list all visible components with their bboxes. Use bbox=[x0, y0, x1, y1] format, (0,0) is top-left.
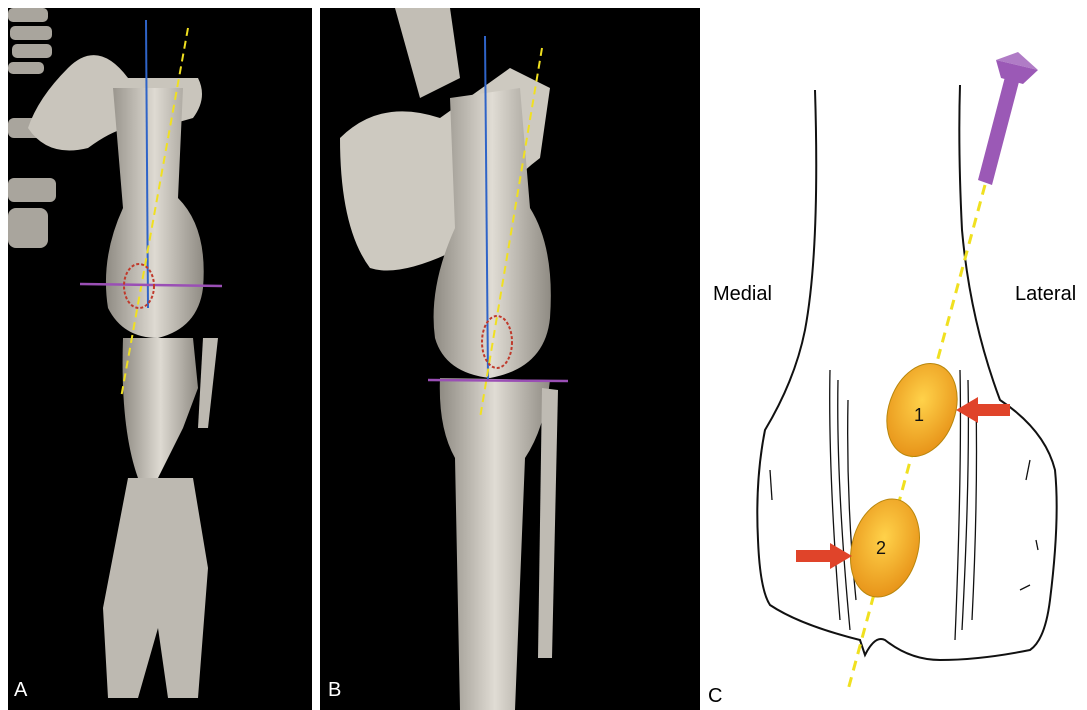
femur-schematic bbox=[700, 0, 1087, 710]
medial-label: Medial bbox=[713, 283, 772, 306]
ct-panel-a: A bbox=[8, 8, 312, 710]
tibia-bone bbox=[123, 338, 198, 478]
schematic-panel-c: Medial Lateral 1 2 C bbox=[700, 0, 1087, 710]
horizontal-line bbox=[428, 380, 568, 381]
ct-reconstruction-b bbox=[320, 8, 700, 710]
panel-letter-a: A bbox=[14, 679, 27, 702]
ilium-bone bbox=[395, 8, 460, 98]
panel-letter-b: B bbox=[328, 679, 341, 702]
fibula-bone bbox=[538, 388, 558, 658]
arrow-purple-direction bbox=[978, 52, 1038, 185]
ct-reconstruction-a bbox=[8, 8, 312, 710]
lateral-label: Lateral bbox=[1015, 283, 1076, 306]
fibula-bone bbox=[198, 338, 218, 428]
foot-bones bbox=[103, 478, 208, 698]
panel-letter-c: C bbox=[708, 685, 722, 708]
condyle-2-label: 2 bbox=[876, 538, 886, 559]
tibia-bone bbox=[440, 378, 550, 710]
condyle-1-label: 1 bbox=[914, 405, 924, 426]
ct-panel-b: B bbox=[320, 8, 700, 710]
